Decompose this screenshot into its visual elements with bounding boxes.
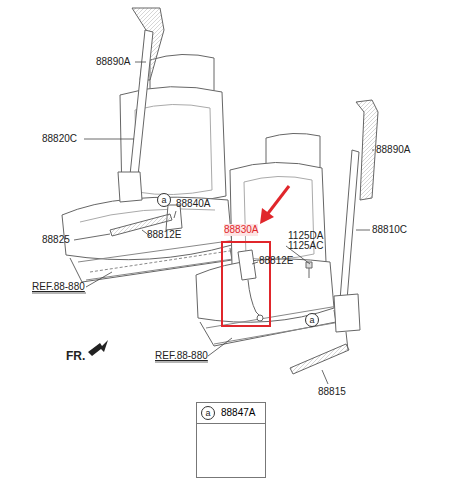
front-arrow: [88, 340, 108, 356]
highlighted-part-number: 88830A: [224, 224, 258, 236]
callout-number: REF.88-880: [155, 350, 208, 362]
reference-letter: a: [161, 195, 166, 205]
callout-number: 88812E: [147, 229, 181, 241]
callout-number: 88840A: [176, 198, 210, 210]
callout-number: 88890A: [96, 56, 130, 68]
callout-number: FR.: [66, 350, 85, 362]
reference-circle: a: [201, 406, 215, 420]
callout-number: 88812E: [259, 255, 293, 267]
reference-letter: a: [205, 408, 210, 418]
part-number: 88847A: [221, 407, 255, 418]
callout-number: 88820C: [42, 133, 77, 145]
reference-circle: a: [305, 313, 319, 327]
callout-number: 88810C: [372, 224, 407, 236]
highlight-box: [222, 242, 270, 326]
callout-number: REF.88-880: [32, 281, 85, 293]
callout-number: 88815: [318, 386, 346, 398]
callout-number: 88890A: [376, 144, 410, 156]
reference-circle: a: [157, 193, 171, 207]
detail-inset-box: 88847A a: [196, 402, 266, 478]
callout-number: 88825: [42, 234, 70, 246]
callout-number: 1125AC: [288, 240, 323, 252]
highlight-arrow: [266, 186, 289, 216]
reference-letter: a: [309, 315, 314, 325]
